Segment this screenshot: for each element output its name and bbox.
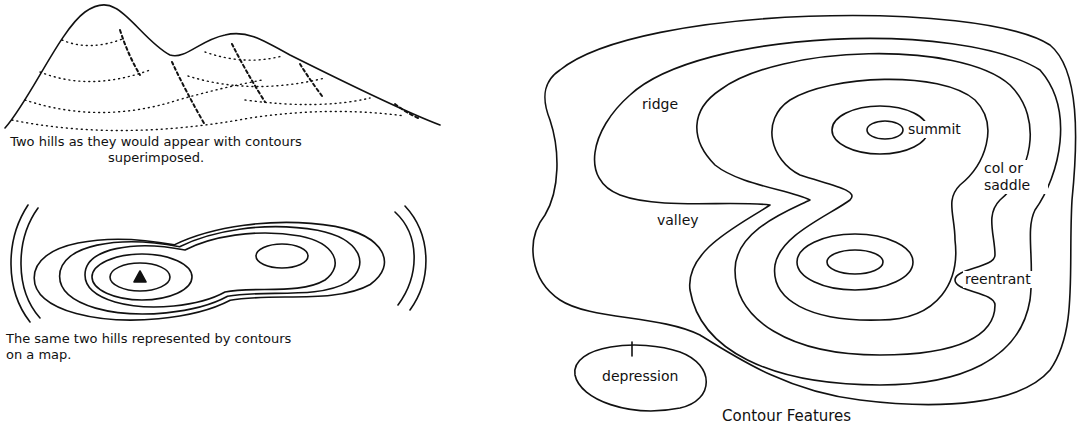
feature-label: reentrant	[963, 271, 1033, 288]
contour-line	[575, 345, 707, 411]
figure-note: Two hills as they would appear with cont…	[6, 134, 306, 165]
contour-line	[12, 111, 405, 130]
contour-line	[11, 205, 30, 322]
contour-line	[21, 208, 40, 318]
contour-line	[827, 250, 883, 274]
contour-line	[205, 52, 282, 60]
contour-line	[300, 64, 322, 96]
contour-line	[92, 254, 192, 300]
contour-line	[772, 79, 988, 320]
contour-line	[110, 263, 170, 291]
contour-line	[232, 44, 265, 102]
contour-line	[256, 244, 308, 268]
contour-line	[867, 121, 903, 139]
contour-features-map	[533, 15, 1076, 410]
feature-label: ridge	[640, 96, 680, 113]
contour-line	[595, 38, 1061, 385]
contour-line	[395, 104, 418, 118]
feature-label: col or saddle	[982, 160, 1048, 194]
contour-line	[120, 30, 140, 75]
hill-profile	[5, 5, 440, 131]
contour-line	[405, 206, 426, 310]
two-hills-map	[11, 205, 426, 322]
feature-label: valley	[655, 212, 701, 229]
contour-line	[62, 38, 125, 46]
figure-note: The same two hills represented by contou…	[6, 331, 306, 362]
contour-line	[40, 70, 150, 82]
contour-line	[631, 342, 633, 356]
figure-caption: Contour Features	[722, 407, 851, 425]
contour-line	[797, 234, 913, 290]
contour-line	[188, 76, 325, 87]
contour-line	[5, 5, 440, 128]
contour-line	[85, 233, 335, 307]
feature-label: summit	[906, 121, 963, 138]
contour-line	[134, 271, 146, 282]
contour-line	[395, 212, 414, 305]
contour-line	[34, 222, 384, 320]
feature-label: depression	[600, 368, 680, 385]
contour-line	[172, 62, 205, 125]
